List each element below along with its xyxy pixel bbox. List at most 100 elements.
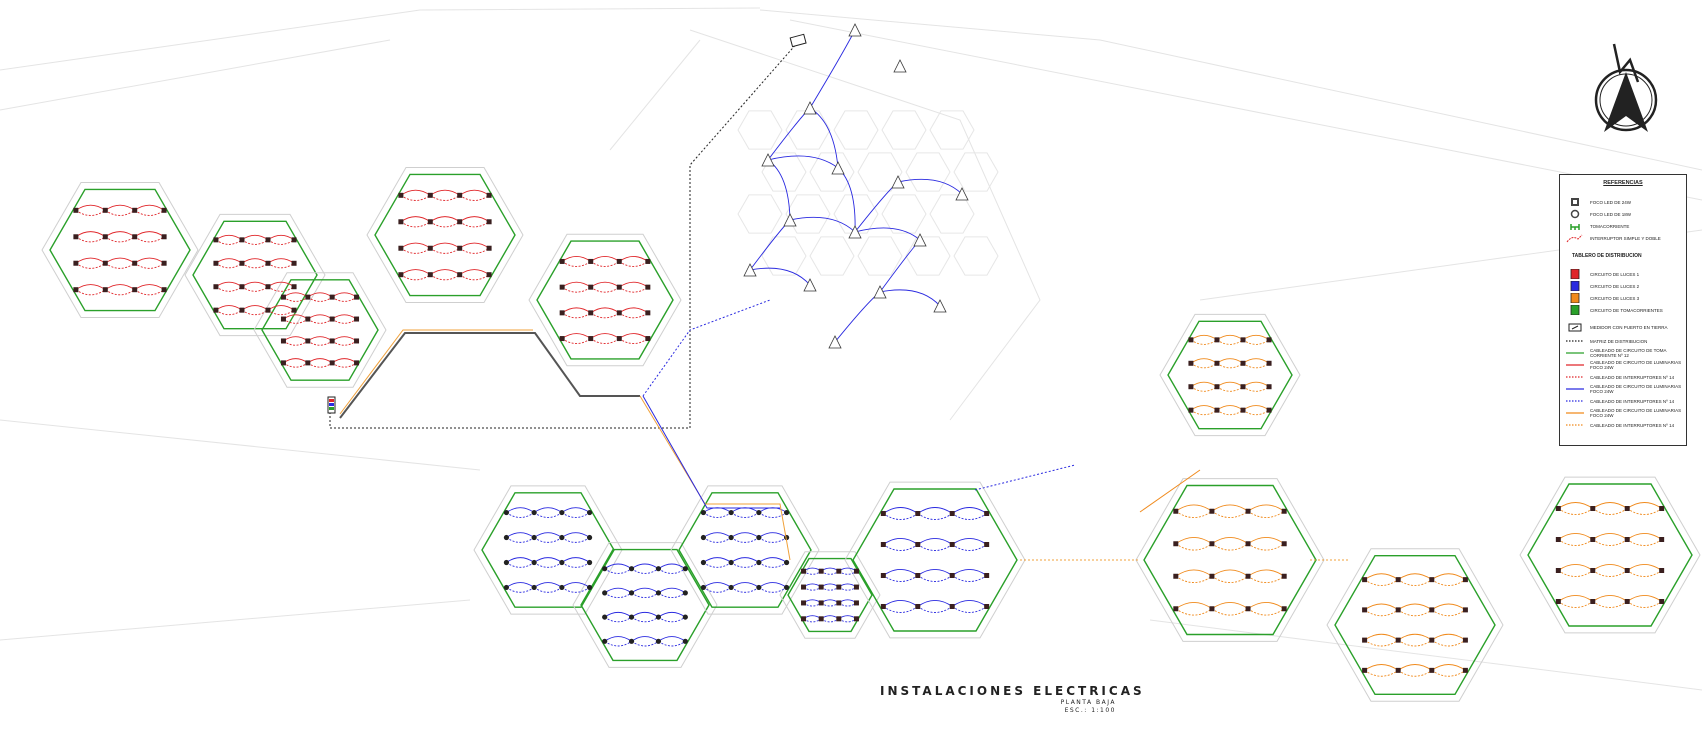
circuit-wire: [883, 575, 919, 582]
led-24w-icon: [1462, 577, 1468, 583]
hex-wall: [787, 557, 873, 633]
outdoor-wire: [809, 29, 856, 109]
led-24w-icon: [853, 616, 859, 622]
circuit-wire: [951, 569, 987, 576]
circuit-wire: [1397, 633, 1433, 641]
led-24w-icon: [949, 542, 955, 548]
circuit-wire: [1247, 504, 1285, 512]
led-24w-icon: [915, 603, 921, 609]
led-24w-icon: [1188, 384, 1194, 390]
circuit-wire: [590, 286, 620, 293]
circuit-wire: [400, 216, 431, 223]
circuit-wire: [400, 274, 431, 281]
circuit-wire: [604, 640, 632, 647]
outdoor-wire: [789, 216, 856, 233]
led-24w-icon: [102, 287, 108, 293]
led-24w-icon: [645, 284, 651, 290]
led-24w-icon: [486, 192, 492, 198]
circuit-wire: [703, 587, 732, 593]
led-24w-icon: [73, 260, 79, 266]
led-24w-icon: [1266, 384, 1272, 390]
circuit-wire: [1364, 639, 1399, 647]
wiring-line-icon: [1566, 340, 1584, 342]
circuit-wire: [1592, 539, 1628, 546]
circuit-wiring: [75, 29, 1662, 677]
circuit-wire: [561, 261, 591, 267]
led-18w-icon: [682, 614, 688, 620]
circuit-wire: [267, 239, 295, 245]
circuit-wire: [1626, 502, 1662, 509]
circuit-wire: [631, 587, 659, 594]
circuit-wire: [1397, 664, 1433, 671]
led-24w-icon: [73, 287, 79, 293]
circuit-wire: [803, 586, 822, 591]
circuit-wire: [1242, 386, 1270, 392]
circuit-wire: [459, 189, 490, 196]
courtyard-paving: [953, 236, 999, 276]
circuit-wire: [1592, 601, 1628, 608]
wiring-line-icon: [1566, 388, 1584, 390]
led-24w-icon: [836, 568, 842, 574]
circuit-wire: [331, 340, 357, 346]
circuit-outlets-icon: [1570, 305, 1580, 315]
circuit-wire: [730, 582, 760, 588]
led-24w-icon: [836, 616, 842, 622]
led-24w-icon: [161, 207, 167, 213]
outdoor-wire: [879, 239, 921, 293]
circuit-wire: [619, 281, 649, 288]
circuit-label: CIRCUITO DE LUCES 3: [1590, 295, 1640, 301]
circuit-wire: [917, 575, 953, 582]
circuit-wire: [758, 537, 787, 543]
circuit-wire: [803, 618, 822, 623]
led-24w-icon: [801, 616, 807, 622]
circuit-wire: [1242, 409, 1270, 416]
led-24w-icon: [1173, 573, 1179, 579]
led-18w-icon: [1570, 209, 1580, 219]
circuit-wire: [533, 582, 563, 588]
circuit-wire: [400, 189, 431, 196]
circuit-wire: [331, 358, 357, 364]
circuit-wire: [105, 236, 135, 243]
circuit-wire: [917, 606, 953, 613]
circuit-wire: [1211, 601, 1249, 610]
led-24w-icon: [1429, 667, 1435, 673]
hex-wall: [192, 220, 318, 330]
circuit-wire: [604, 568, 632, 574]
outdoor-luminaire-icon: [955, 187, 969, 201]
circuit-wire: [590, 307, 620, 314]
circuit-wire: [1626, 533, 1662, 540]
circuit-wire: [533, 512, 563, 518]
circuit-wire: [134, 204, 165, 211]
circuit-wire: [1211, 575, 1249, 584]
outdoor-wire: [767, 155, 839, 169]
led-24w-icon: [853, 600, 859, 606]
led-24w-icon: [305, 338, 311, 344]
led-18w-icon: [628, 566, 635, 572]
hex-outline: [1519, 476, 1701, 634]
circuit-wire: [75, 231, 106, 238]
circuit-wire: [459, 194, 490, 201]
circuit-wire: [1242, 362, 1270, 369]
circuit-wire: [283, 362, 309, 368]
circuit-wire: [533, 587, 563, 593]
circuit-wire: [283, 340, 309, 346]
circuit-wire: [267, 305, 295, 311]
circuit-wire: [134, 289, 165, 296]
wiring-label: CABLEADO DE INTERRUPTORES Nº 14: [1590, 398, 1675, 404]
circuit-wire: [1626, 595, 1662, 602]
drawing-title: INSTALACIONES ELECTRICAS: [880, 684, 1145, 698]
circuit-wire: [459, 269, 490, 276]
led-18w-icon: [728, 534, 734, 541]
circuit-wire: [1175, 601, 1213, 610]
hex-outline: [572, 542, 718, 668]
circuit-wire: [430, 247, 460, 254]
circuit-wire: [604, 592, 632, 599]
led-24w-icon: [801, 584, 807, 590]
circuit-wire: [820, 602, 840, 607]
hex-outline: [1135, 478, 1325, 642]
circuit-wire: [215, 305, 243, 311]
hex-outline: [670, 485, 820, 615]
circuit-wire: [1216, 386, 1244, 392]
led-18w-icon: [559, 509, 565, 516]
led-18w-icon: [700, 584, 707, 591]
